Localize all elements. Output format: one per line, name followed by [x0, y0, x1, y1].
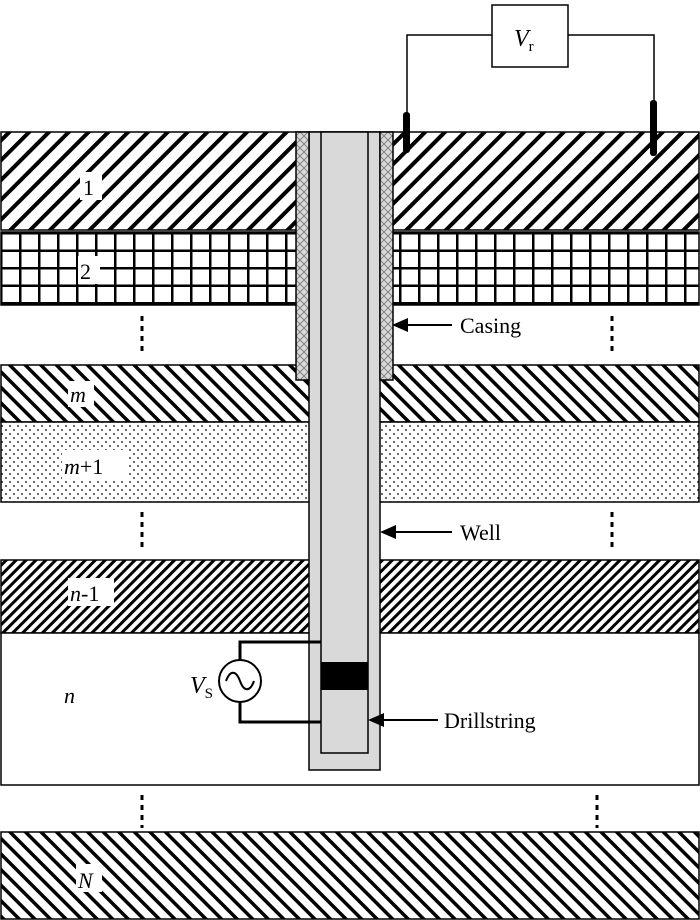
layer-2-label: 2 — [80, 259, 91, 284]
drillstring-callout: Drillstring — [444, 708, 536, 733]
layer-2-label-bg — [78, 256, 100, 284]
layer-N-label: N — [77, 868, 94, 893]
casing-left-wall — [295, 131, 310, 381]
receiver-circuit — [406, 34, 655, 118]
ellipsis-markers — [140, 316, 614, 828]
layer-m-label: m — [70, 382, 86, 407]
layer-m-label-bg — [68, 381, 94, 407]
layer-m-plus-1-label-bg — [62, 450, 128, 480]
receiver-electrode-left — [403, 112, 410, 153]
layer-m-plus-1-label: m+1 — [64, 454, 103, 479]
drillstring-insulator — [321, 662, 368, 690]
casing-callout: Casing — [460, 313, 521, 338]
well-callout: Well — [460, 520, 501, 545]
casing-right-wall — [379, 131, 394, 381]
sine-wave-icon — [225, 671, 255, 691]
layer-n-minus-1-label: n-1 — [70, 581, 99, 606]
layer-1-label: 1 — [83, 175, 94, 200]
layer-n-label: n — [64, 683, 75, 708]
receiver-box — [491, 4, 569, 68]
callout-arrows — [368, 318, 452, 727]
receiver-label: Vr — [514, 26, 534, 55]
layer-N-band — [0, 831, 700, 920]
drillstring — [320, 131, 369, 754]
layer-n-minus-1-label-bg — [68, 578, 114, 606]
source-label: VS — [190, 673, 213, 702]
layer-1-label-bg — [80, 172, 102, 200]
source-circuit — [238, 640, 321, 724]
layer-N-label-bg — [76, 864, 102, 892]
receiver-electrode-right — [650, 100, 657, 156]
